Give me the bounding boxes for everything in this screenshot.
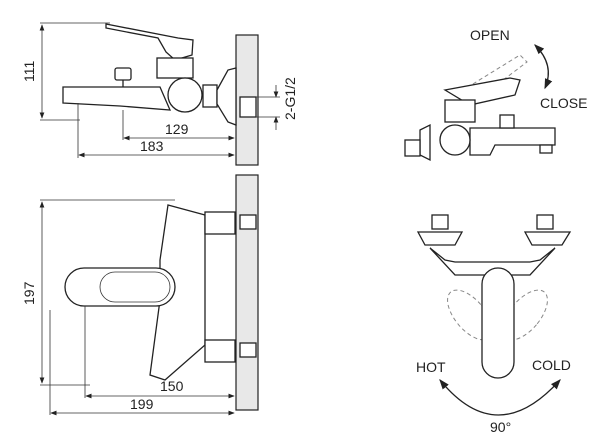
rotation-arrow: [439, 378, 561, 416]
rotation-label: 90°: [490, 419, 511, 435]
lever-top: [64, 267, 176, 307]
open-close-view: OPEN CLOSE: [404, 27, 587, 162]
height-dim-label: 111: [21, 61, 37, 82]
thread-label: 2-G1/2: [282, 77, 298, 120]
body-front: [429, 247, 556, 276]
open-close-arrow: [534, 44, 553, 90]
body-top: [149, 204, 206, 381]
side-view: 111 2-G1/2 129 183: [21, 22, 298, 166]
cold-label: COLD: [532, 357, 571, 373]
spout-dim-label: 183: [140, 138, 164, 154]
depth-dim-label: 197: [21, 281, 37, 305]
open-label: OPEN: [470, 27, 510, 43]
hot-cold-view: HOT COLD 90°: [416, 214, 572, 435]
valve-body: [156, 57, 194, 79]
outlet-dim-label: 129: [165, 121, 189, 137]
lever-front: [481, 267, 515, 379]
close-label: CLOSE: [540, 95, 587, 111]
spout: [62, 86, 172, 111]
total-dim-label: 199: [130, 396, 154, 412]
body-circle: [167, 77, 203, 113]
lever-handle: [105, 23, 194, 61]
spout-side: [469, 127, 556, 156]
top-view: 197 150 199: [21, 174, 259, 416]
wall-section: [235, 174, 259, 411]
handle-dim-label: 150: [160, 378, 184, 394]
hot-label: HOT: [416, 359, 446, 375]
